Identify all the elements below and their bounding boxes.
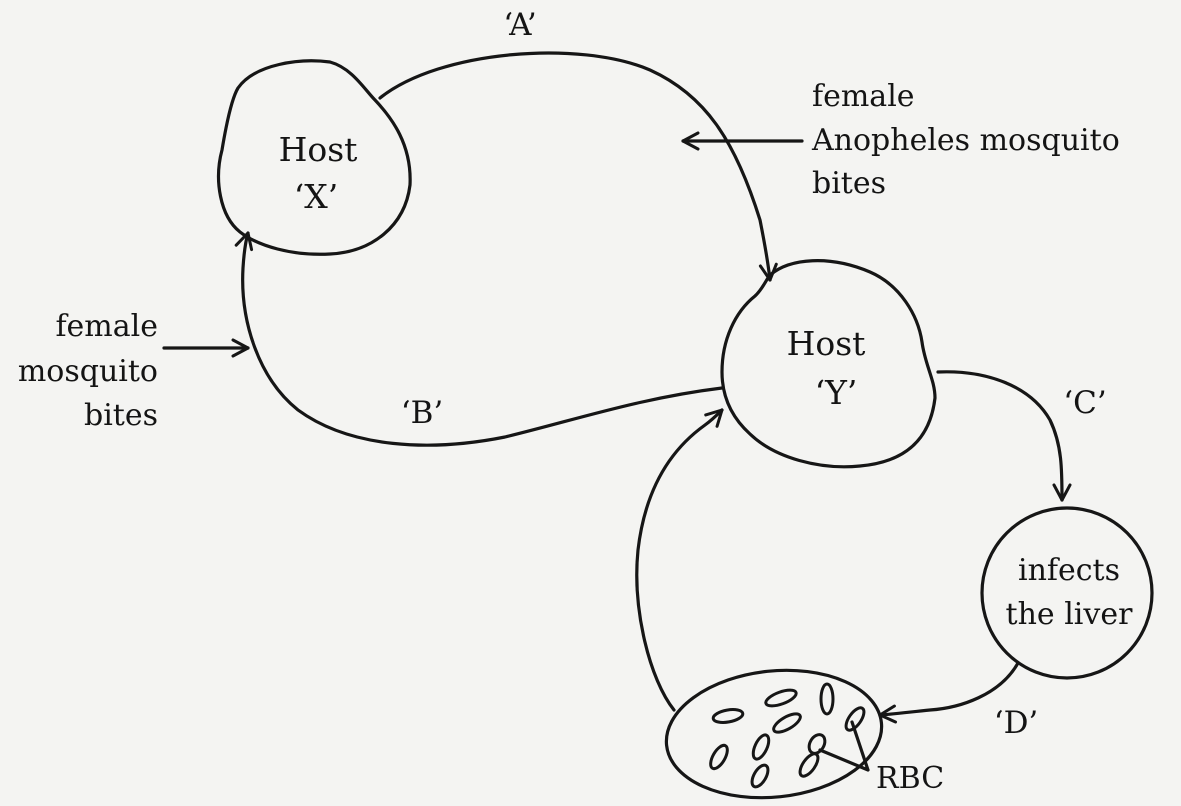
arrow-c [936, 370, 1072, 502]
label-b: ‘B’ [401, 395, 444, 431]
host-y-line1: Host [787, 324, 866, 363]
host-y-line2: ‘Y’ [815, 373, 858, 412]
mosquito-note-line3: bites [84, 398, 158, 433]
rbc-cell [807, 733, 827, 755]
rbc-cell [798, 752, 820, 778]
label-a: ‘A’ [503, 7, 537, 43]
rbc-cell [709, 743, 729, 771]
arrow-rbc-to-host-y [635, 408, 724, 712]
rbc-cells [709, 682, 866, 789]
label-c: ‘C’ [1063, 385, 1106, 421]
rbc-cell [819, 682, 835, 716]
label-d: ‘D’ [994, 705, 1039, 741]
rbc-cell [750, 763, 770, 789]
liver-circle [980, 506, 1154, 680]
rbc-cell [772, 712, 802, 734]
mosquito-note-line1: female [55, 309, 158, 344]
rbc-cell [751, 733, 771, 761]
rbc-cluster [664, 668, 884, 800]
rbc-cell [844, 706, 866, 732]
host-x-line1: Host [279, 130, 358, 169]
rbc-cell [764, 688, 798, 708]
anopheles-note-line2: Anopheles mosquito [811, 123, 1120, 158]
liver-line2: the liver [1006, 597, 1134, 632]
host-x-line2: ‘X’ [294, 177, 338, 216]
host-y-blob [720, 259, 937, 469]
liver-line1: infects [1018, 553, 1120, 588]
rbc-label: RBC [876, 761, 944, 796]
mosquito-note-line2: mosquito [18, 354, 158, 389]
anopheles-note-line1: female [812, 79, 915, 114]
rbc-pointer-lines [818, 720, 870, 772]
arrow-a [378, 51, 778, 282]
host-x-blob [216, 59, 412, 256]
anopheles-note-line3: bites [812, 166, 886, 201]
rbc-cell [711, 708, 745, 724]
arrow-b [234, 231, 724, 447]
arrow-d [878, 661, 1020, 724]
